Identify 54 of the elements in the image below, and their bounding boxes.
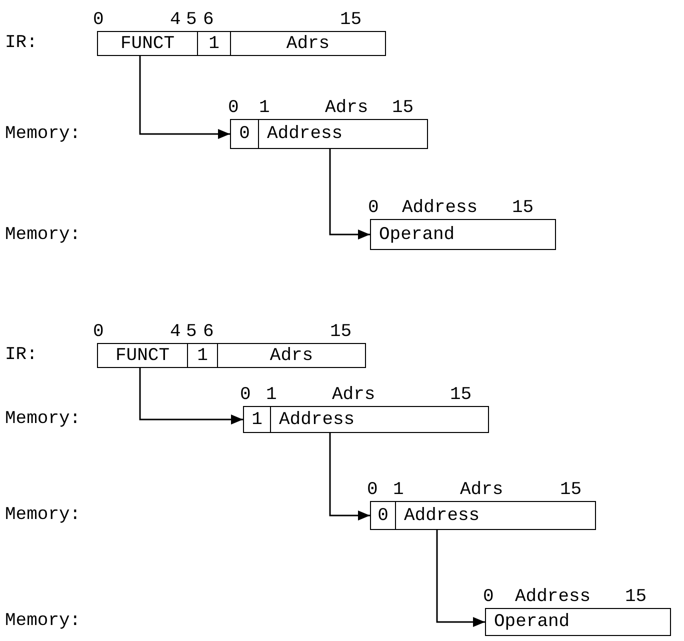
bit-label: Memory: (5, 125, 81, 143)
bit-label: 15 (450, 386, 472, 404)
bit-label: 1 (393, 481, 404, 499)
register-field: Adrs (217, 343, 366, 368)
register-field: 1 (243, 406, 271, 433)
bit-label: 0 (240, 386, 251, 404)
register-field: Address (270, 406, 489, 433)
bit-label: Adrs (460, 481, 504, 499)
bit-label: 15 (340, 11, 362, 29)
register-field: 0 (230, 119, 259, 149)
bit-label: Adrs (325, 99, 368, 117)
bit-label: 1 (266, 386, 277, 404)
bit-label: 4 (170, 11, 181, 29)
bit-label: 0 (93, 323, 104, 341)
arrow (139, 368, 243, 424)
register-field: 1 (197, 31, 231, 56)
bit-label: Adrs (332, 386, 376, 404)
register-field: Address (258, 119, 428, 149)
bit-label: 15 (560, 481, 582, 499)
bit-label: 0 (93, 11, 104, 29)
register-field: FUNCT (97, 343, 188, 368)
register-field: FUNCT (97, 31, 198, 56)
register-field: Operand (485, 608, 671, 636)
bit-label: 5 (186, 11, 197, 29)
bit-label: 1 (259, 99, 270, 117)
bit-label: IR: (5, 346, 38, 364)
bit-label: 6 (203, 11, 214, 29)
bit-label: 6 (203, 323, 214, 341)
bit-label: Memory: (5, 226, 81, 244)
register-field: 0 (370, 501, 396, 530)
bit-label: 4 (170, 323, 181, 341)
bit-label: 15 (392, 99, 414, 117)
bit-label: Memory: (5, 506, 81, 524)
bit-label: 0 (483, 588, 494, 606)
arrow (329, 149, 370, 240)
arrow (436, 530, 485, 627)
register-field: Address (395, 501, 596, 530)
bit-label: 0 (367, 481, 378, 499)
bit-label: 5 (186, 323, 197, 341)
arrow (329, 433, 370, 520)
register-field: 1 (187, 343, 218, 368)
bit-label: Address (515, 588, 591, 606)
bit-label: 0 (228, 99, 239, 117)
bit-label: 15 (512, 199, 534, 217)
bit-label: 15 (330, 323, 352, 341)
bit-label: IR: (5, 34, 38, 52)
register-field: Operand (370, 219, 556, 250)
bit-label: Address (402, 199, 478, 217)
bit-label: Memory: (5, 612, 81, 630)
bit-label: 0 (368, 199, 379, 217)
bit-label: Memory: (5, 410, 81, 428)
arrow (139, 56, 230, 139)
register-field: Adrs (230, 31, 386, 56)
bit-label: 15 (625, 588, 647, 606)
